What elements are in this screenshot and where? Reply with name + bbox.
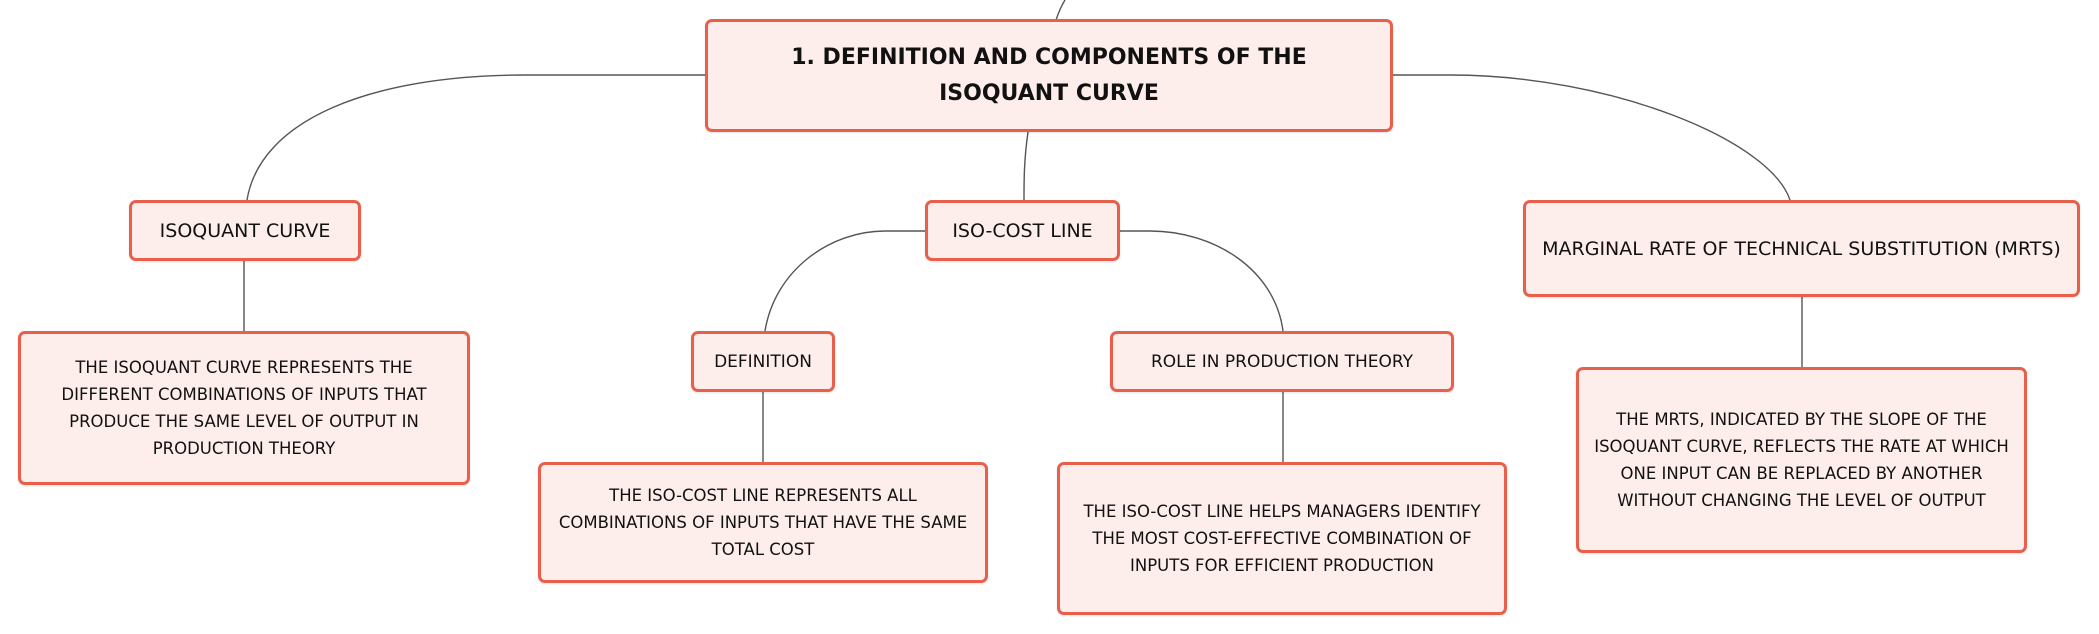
isoquant-curve-label: ISOQUANT CURVE (159, 219, 331, 242)
definition-description-node[interactable]: THE ISO-COST LINE REPRESENTS ALL COMBINA… (538, 462, 988, 583)
definition-label: DEFINITION (714, 351, 812, 372)
mrts-label: MARGINAL RATE OF TECHNICAL SUBSTITUTION … (1542, 237, 2061, 260)
connector-root-to-mrts (1393, 74, 1791, 201)
iso-cost-line-node[interactable]: ISO-COST LINE (925, 200, 1120, 261)
isoquant-curve-description: THE ISOQUANT CURVE REPRESENTS THE DIFFER… (61, 358, 427, 458)
isoquant-curve-description-node[interactable]: THE ISOQUANT CURVE REPRESENTS THE DIFFER… (18, 331, 470, 485)
role-description-node[interactable]: THE ISO-COST LINE HELPS MANAGERS IDENTIF… (1057, 462, 1507, 615)
role-in-production-theory-label: ROLE IN PRODUCTION THEORY (1150, 351, 1414, 372)
connector-iso-cost-line-to-definition (764, 230, 925, 332)
isoquant-curve-node[interactable]: ISOQUANT CURVE (129, 200, 361, 261)
iso-cost-line-label: ISO-COST LINE (952, 219, 1093, 242)
root-topic-label: 1. DEFINITION AND COMPONENTS OF THE ISOQ… (791, 44, 1307, 106)
root-topic-node[interactable]: 1. DEFINITION AND COMPONENTS OF THE ISOQ… (705, 19, 1393, 132)
connector-root-to-iso-cost-line (1023, 131, 1029, 201)
definition-node[interactable]: DEFINITION (691, 331, 835, 392)
definition-description: THE ISO-COST LINE REPRESENTS ALL COMBINA… (558, 486, 968, 559)
connector-parent-to-root (1055, 0, 1066, 21)
mrts-node[interactable]: MARGINAL RATE OF TECHNICAL SUBSTITUTION … (1523, 200, 2080, 297)
connector-root-to-isoquant-curve (246, 74, 705, 201)
connector-iso-cost-line-to-role (1120, 230, 1284, 332)
role-description: THE ISO-COST LINE HELPS MANAGERS IDENTIF… (1083, 502, 1481, 575)
mrts-description: THE MRTS, INDICATED BY THE SLOPE OF THE … (1594, 410, 2009, 510)
role-in-production-theory-node[interactable]: ROLE IN PRODUCTION THEORY (1110, 331, 1454, 392)
mrts-description-node[interactable]: THE MRTS, INDICATED BY THE SLOPE OF THE … (1576, 367, 2027, 553)
